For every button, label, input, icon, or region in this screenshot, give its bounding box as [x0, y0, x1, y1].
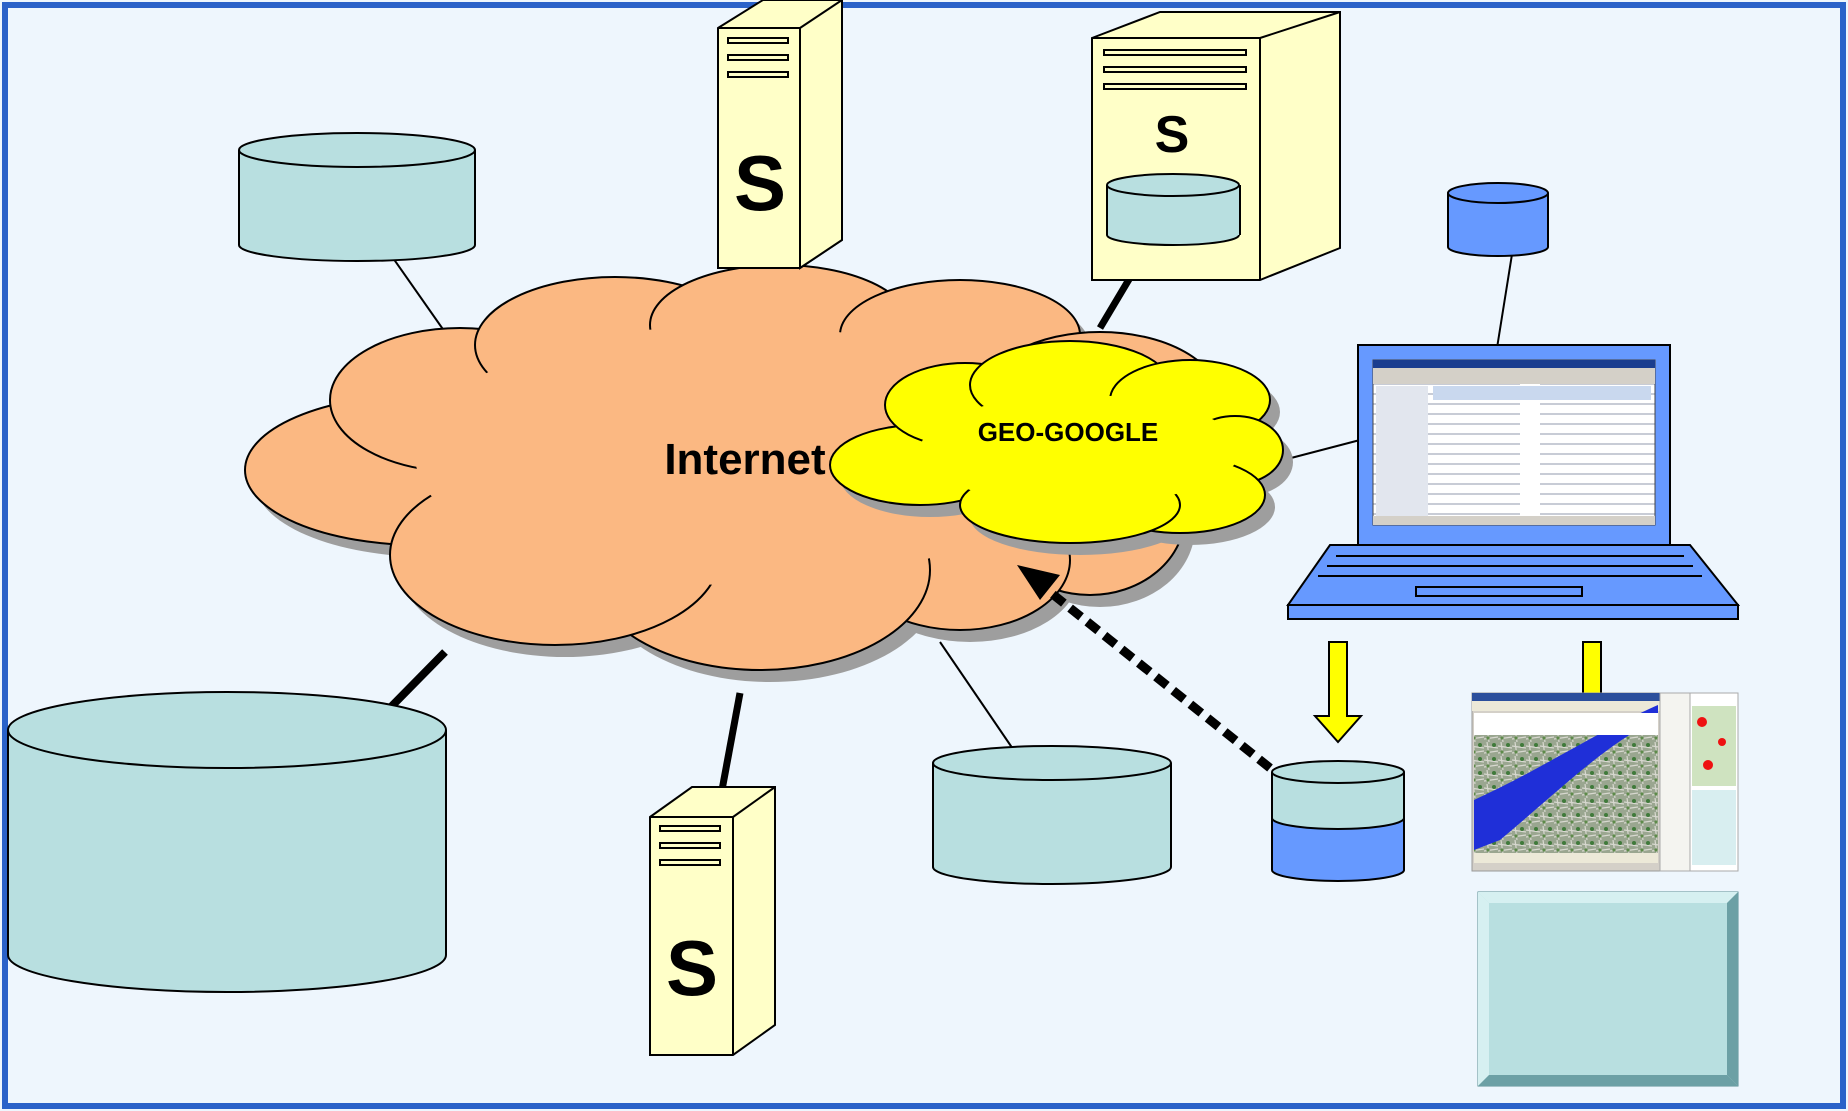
database-icon-top-left [238, 132, 476, 262]
internet-label: Internet [664, 435, 826, 484]
download-arrow-left [1312, 641, 1364, 744]
connector-db-large [382, 649, 448, 716]
server-label-top-right: S [1155, 106, 1190, 164]
laptop-icon [1286, 344, 1741, 620]
map-thumbnail-icon [1471, 692, 1739, 872]
map-panel-placeholder [1477, 891, 1739, 1087]
geo-google-cloud: GEO-GOOGLE [829, 340, 1293, 555]
server-icon-top: S [717, 0, 843, 270]
database-icon-blue-top [1447, 182, 1549, 257]
geo-google-label: GEO-GOOGLE [978, 417, 1159, 447]
connector-server-top-right [1096, 274, 1135, 330]
database-icon-local [1271, 760, 1405, 882]
connector-db-top-left [385, 247, 448, 336]
connector-db-bottom [939, 641, 1016, 753]
server-label-bottom: S [666, 924, 718, 1012]
connector-db-blue [1496, 247, 1514, 349]
query-arrow [1017, 565, 1273, 772]
server-icon-top-right: S [1091, 11, 1341, 281]
server-icon-bottom: S [649, 786, 776, 1056]
connection-lines [382, 247, 1514, 791]
database-icon-bottom [932, 745, 1172, 885]
database-icon-large [7, 691, 447, 993]
server-label-top: S [734, 139, 786, 227]
connector-laptop [1290, 439, 1361, 459]
connector-server-bottom [718, 692, 744, 791]
